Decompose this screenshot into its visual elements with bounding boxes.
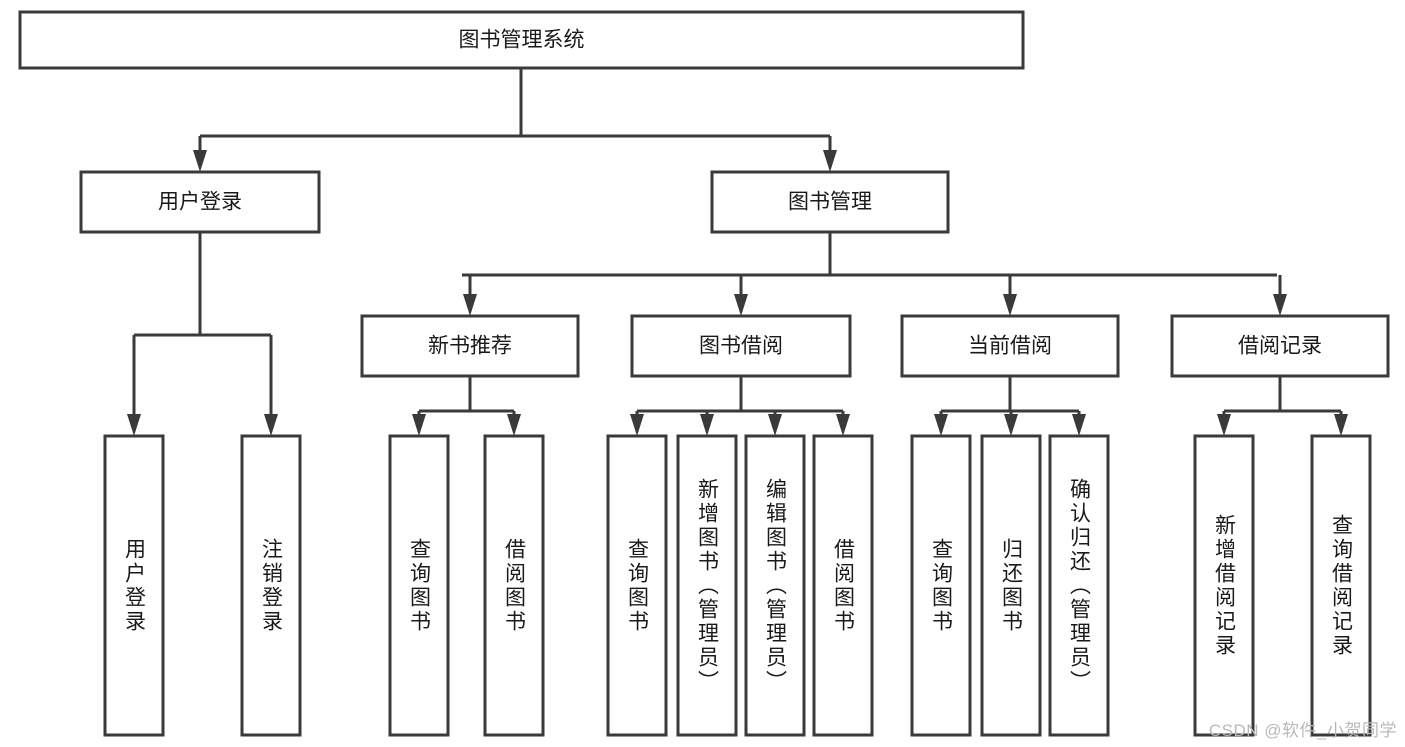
- leaf-leaf-query-book-2-label-wrap: 查询图书: [608, 436, 666, 735]
- leaf-leaf-borrow-book-1-box[interactable]: [483, 434, 545, 737]
- leaf-leaf-logout-label: 注销登录: [259, 537, 283, 634]
- user-login-to-leaf-user-login-arrowhead: [127, 414, 141, 436]
- current-borrow-to-leaf-confirm-return-arrowhead: [1072, 414, 1086, 436]
- book-manage-to-book-borrow-arrowhead: [734, 294, 748, 316]
- node-new-book-rec-box[interactable]: [360, 314, 580, 378]
- node-book-manage-box[interactable]: [710, 170, 950, 234]
- leaf-leaf-add-book-label-wrap: 新增图书（管理员）: [678, 436, 736, 735]
- leaf-leaf-add-book-box[interactable]: [676, 434, 738, 737]
- book-manage-to-borrow-record-arrowhead: [1273, 294, 1287, 316]
- leaf-leaf-query-book-3-label-wrap: 查询图书: [912, 436, 970, 735]
- root-node-box: [18, 10, 1025, 70]
- book-manage-to-new-book-rec-arrowhead: [463, 294, 477, 316]
- leaf-leaf-user-login-box[interactable]: [103, 434, 165, 737]
- leaf-leaf-query-book-3-label: 查询图书: [929, 537, 953, 634]
- node-borrow-record-box[interactable]: [1170, 314, 1390, 378]
- leaf-leaf-borrow-book-2-label: 借阅图书: [831, 537, 855, 634]
- node-book-borrow-label: 图书借阅: [699, 335, 783, 358]
- node-borrow-record-label: 借阅记录: [1238, 335, 1322, 358]
- leaf-leaf-borrow-book-1-label: 借阅图书: [502, 537, 526, 634]
- root-to-book-manage-arrowhead: [823, 150, 837, 172]
- leaf-leaf-edit-book-label-wrap: 编辑图书（管理员）: [746, 436, 804, 735]
- leaf-leaf-add-record-box[interactable]: [1193, 434, 1255, 737]
- leaf-leaf-logout-label-wrap: 注销登录: [242, 436, 300, 735]
- leaf-leaf-query-book-2-box[interactable]: [606, 434, 668, 737]
- leaf-leaf-add-record-label: 新增借阅记录: [1212, 513, 1236, 658]
- book-borrow-to-leaf-edit-book-arrowhead: [768, 414, 782, 436]
- leaf-leaf-return-book-label: 归还图书: [999, 537, 1023, 634]
- borrow-record-to-leaf-add-record-arrowhead: [1217, 414, 1231, 436]
- leaf-leaf-logout-box[interactable]: [240, 434, 302, 737]
- node-new-book-rec-label: 新书推荐: [428, 335, 512, 358]
- root-node-label: 图书管理系统: [459, 29, 585, 52]
- csdn-watermark: CSDN @软件_小贺同学: [1208, 721, 1397, 740]
- leaf-leaf-borrow-book-2-box[interactable]: [812, 434, 874, 737]
- boxes-layer: [18, 10, 1390, 737]
- borrow-record-to-leaf-query-record-arrowhead: [1334, 414, 1348, 436]
- user-login-to-leaf-logout-arrowhead: [264, 414, 278, 436]
- leaf-leaf-query-record-label-wrap: 查询借阅记录: [1312, 436, 1370, 735]
- node-current-borrow-label: 当前借阅: [968, 335, 1052, 358]
- node-book-borrow-box[interactable]: [630, 314, 852, 378]
- leaf-leaf-user-login-label: 用户登录: [122, 537, 146, 634]
- leaf-leaf-confirm-return-box[interactable]: [1048, 434, 1110, 737]
- leaf-leaf-query-record-box[interactable]: [1310, 434, 1372, 737]
- book-borrow-to-leaf-query-book-2-arrowhead: [630, 414, 644, 436]
- node-user-login-box[interactable]: [79, 170, 321, 234]
- leaf-leaf-return-book-box[interactable]: [980, 434, 1042, 737]
- leaf-leaf-add-book-label: 新增图书（管理员）: [695, 477, 719, 694]
- root-to-user-login-arrowhead: [193, 150, 207, 172]
- node-user-login-label: 用户登录: [158, 191, 242, 214]
- leaf-leaf-query-book-1-label-wrap: 查询图书: [390, 436, 448, 735]
- leaf-leaf-query-record-label: 查询借阅记录: [1329, 513, 1353, 658]
- leaf-leaf-return-book-label-wrap: 归还图书: [982, 436, 1040, 735]
- leaf-leaf-confirm-return-label-wrap: 确认归还（管理员）: [1050, 436, 1108, 735]
- book-borrow-to-leaf-borrow-book-2-arrowhead: [836, 414, 850, 436]
- node-book-manage-label: 图书管理: [788, 191, 872, 214]
- leaf-leaf-add-record-label-wrap: 新增借阅记录: [1195, 436, 1253, 735]
- connectors-layer: [127, 68, 1348, 436]
- leaf-leaf-query-book-2-label: 查询图书: [625, 537, 649, 634]
- book-borrow-to-leaf-add-book-arrowhead: [700, 414, 714, 436]
- new-book-rec-to-leaf-query-book-1-arrowhead: [412, 414, 426, 436]
- current-borrow-to-leaf-return-book-arrowhead: [1004, 414, 1018, 436]
- leaf-leaf-edit-book-label: 编辑图书（管理员）: [763, 477, 787, 694]
- book-manage-to-current-borrow-arrowhead: [1003, 294, 1017, 316]
- leaf-leaf-query-book-1-label: 查询图书: [407, 537, 431, 634]
- new-book-rec-to-leaf-borrow-book-1-arrowhead: [507, 414, 521, 436]
- leaf-leaf-confirm-return-label: 确认归还（管理员）: [1067, 477, 1091, 694]
- node-current-borrow-box[interactable]: [900, 314, 1120, 378]
- leaf-leaf-borrow-book-2-label-wrap: 借阅图书: [814, 436, 872, 735]
- leaf-leaf-query-book-3-box[interactable]: [910, 434, 972, 737]
- leaf-leaf-edit-book-box[interactable]: [744, 434, 806, 737]
- leaf-leaf-borrow-book-1-label-wrap: 借阅图书: [485, 436, 543, 735]
- leaf-leaf-query-book-1-box[interactable]: [388, 434, 450, 737]
- leaf-leaf-user-login-label-wrap: 用户登录: [105, 436, 163, 735]
- current-borrow-to-leaf-query-book-3-arrowhead: [934, 414, 948, 436]
